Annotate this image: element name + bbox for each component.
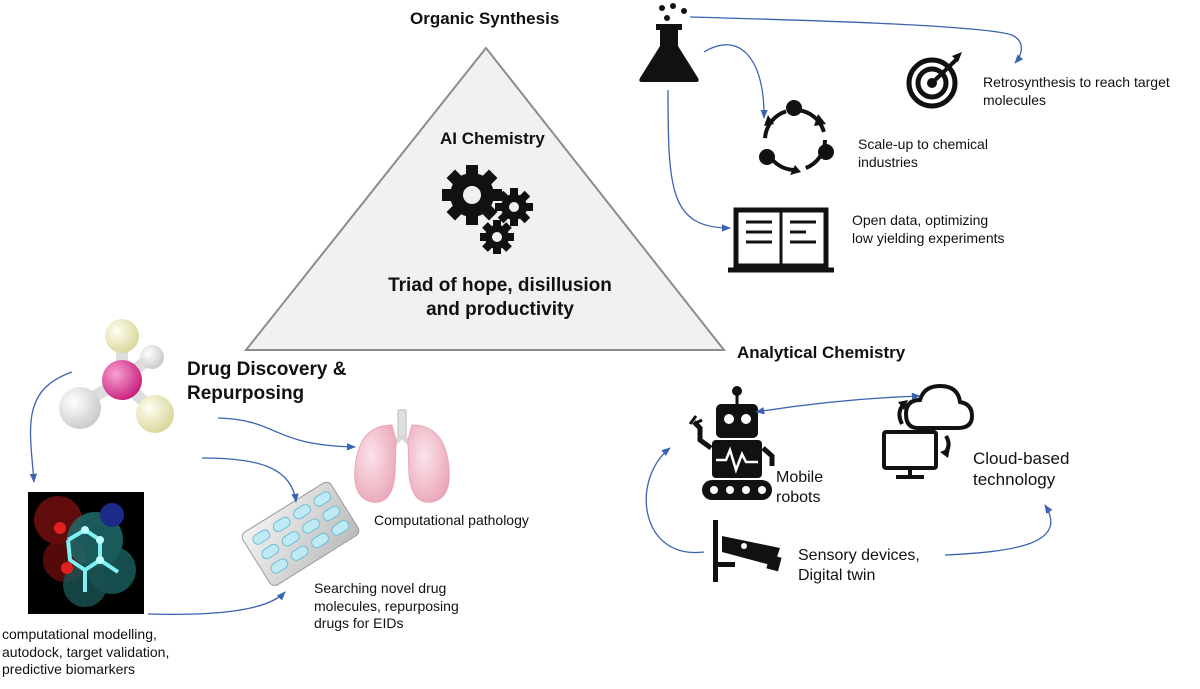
arrow-drug-to-lungs: [217, 417, 356, 451]
arrow-flask-to-cycle: [703, 44, 768, 119]
sensor-camera-icon: [713, 520, 782, 582]
arrow-sensor-to-cloud: [944, 504, 1053, 556]
analytical-chemistry-heading: Analytical Chemistry: [737, 343, 906, 362]
organic-synthesis-heading: Organic Synthesis: [410, 9, 560, 28]
arrow-flask-to-target: [689, 16, 1024, 64]
pill-blister-icon: [241, 481, 360, 586]
center-title: AI Chemistry: [440, 129, 545, 148]
computational-modelling-label: computational modelling, autodock, targe…: [2, 626, 170, 677]
open-data-label: Open data, optimizing low yielding exper…: [852, 212, 1005, 246]
cloud-technology-label: Cloud-based technology: [973, 449, 1070, 490]
arrow-flask-to-book: [667, 89, 731, 232]
arrow-drug-to-pills: [201, 457, 299, 503]
cloud-monitor-icon: [882, 383, 975, 479]
arrow-robot-cloud: [755, 392, 921, 415]
lungs-icon: [354, 409, 450, 503]
gears-icon: [442, 165, 533, 254]
drug-discovery-heading: Drug Discovery & Repurposing: [187, 359, 347, 404]
mobile-robots-label: Mobile robots: [776, 469, 824, 506]
computational-pathology-label: Computational pathology: [374, 512, 529, 528]
retrosynthesis-label: Retrosynthesis to reach target molecules: [983, 74, 1170, 108]
target-icon: [906, 52, 962, 109]
scale-up-label: Scale-up to chemical industries: [858, 136, 988, 170]
connector-arrows: [29, 16, 1053, 615]
arrow-molecule-to-docking: [29, 371, 73, 483]
center-subtitle: Triad of hope, disillusion and productiv…: [388, 275, 612, 320]
open-book-icon: [728, 207, 834, 273]
arrow-sensor-to-robot: [645, 447, 705, 554]
robot-icon: [688, 386, 775, 500]
arrow-docking-to-pills: [147, 591, 286, 615]
molecule-model-icon: [59, 319, 174, 433]
searching-drugs-label: Searching novel drug molecules, repurpos…: [314, 580, 459, 631]
flask-icon: [639, 3, 699, 82]
docking-image: [28, 492, 144, 614]
cycle-icon: [759, 100, 834, 175]
sensory-devices-label: Sensory devices, Digital twin: [798, 547, 920, 584]
